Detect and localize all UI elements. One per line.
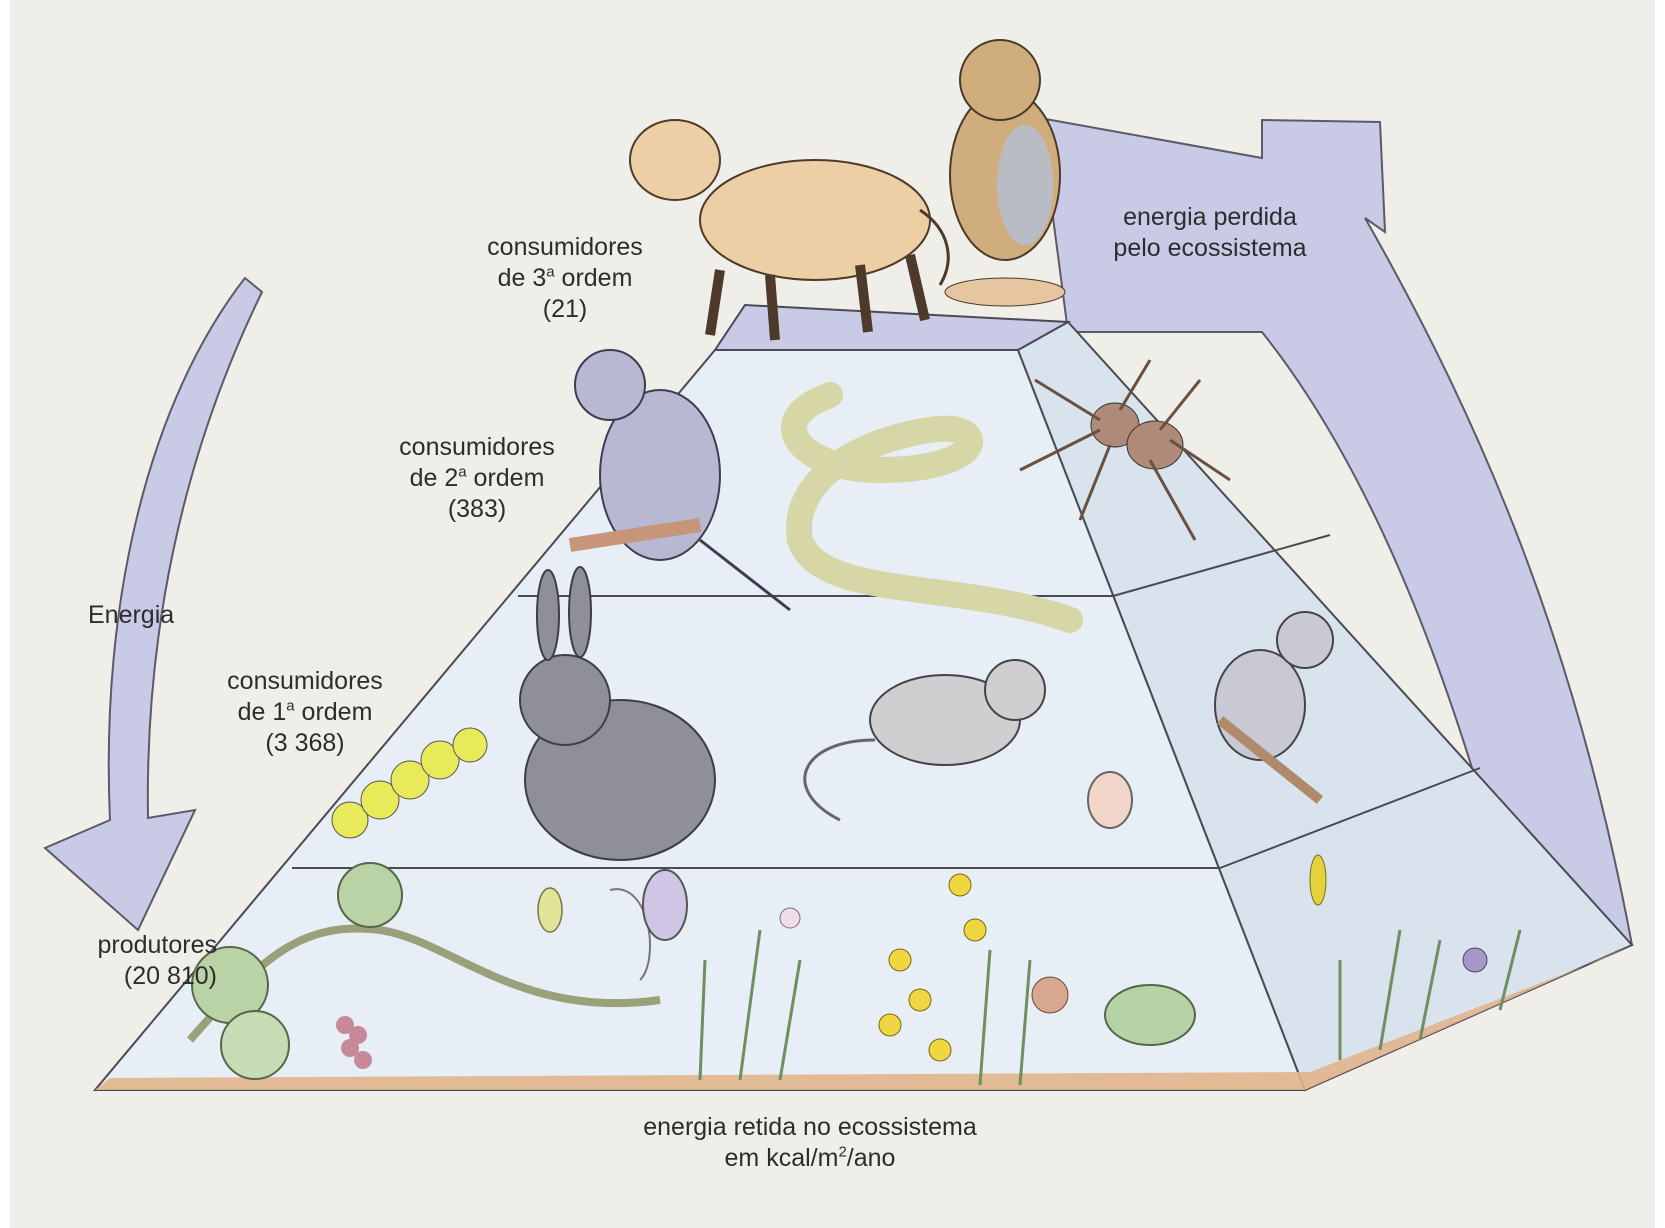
unit-exponent: 2 <box>838 1144 846 1161</box>
level-label-line2: de 3a ordem <box>480 263 650 294</box>
retained-energy-caption: energia retida no ecossistema em kcal/m2… <box>560 1112 1060 1174</box>
level-label-order: de 2 <box>410 464 459 492</box>
level-energy-value: (383) <box>372 494 582 525</box>
energy-lost-line1: energia perdida <box>1085 202 1335 233</box>
level-energy-value: (3 368) <box>200 728 410 759</box>
level-label-secondary: consumidores de 2a ordem (383) <box>372 432 582 525</box>
caption-line2: em kcal/m2/ano <box>560 1143 1060 1174</box>
caption-line1: energia retida no ecossistema <box>560 1112 1060 1143</box>
caption-unit-suffix: /ano <box>847 1144 896 1172</box>
level-label-tertiary: consumidores de 3a ordem (21) <box>480 232 650 325</box>
owl-figure <box>945 40 1065 306</box>
bug-figure <box>1088 772 1132 828</box>
level-label-order-suffix: ordem <box>467 464 545 492</box>
level-label-order: de 1 <box>238 698 287 726</box>
level-label-primary: consumidores de 1a ordem (3 368) <box>200 666 410 759</box>
level-energy-value: (20 810) <box>42 961 217 992</box>
energy-lost-label: energia perdida pelo ecossistema <box>1085 202 1335 264</box>
level-label-line2: de 2a ordem <box>372 463 582 494</box>
level-label-producers: produtores (20 810) <box>42 930 217 992</box>
level-label-line1: consumidores <box>480 232 650 263</box>
level-label-line1: consumidores <box>372 432 582 463</box>
ordinal-mark: a <box>286 698 294 715</box>
energy-lost-line2: pelo ecossistema <box>1085 233 1335 264</box>
level-label-order: de 3 <box>498 264 547 292</box>
ordinal-mark: a <box>546 264 554 281</box>
caption-unit: em kcal/m <box>725 1144 839 1172</box>
energy-label: Energia <box>88 600 208 631</box>
tertiary-consumer-animals <box>630 40 1065 340</box>
level-label-line2: de 1a ordem <box>200 697 410 728</box>
ordinal-mark: a <box>458 464 466 481</box>
level-label-order-suffix: ordem <box>555 264 633 292</box>
level-label-order-suffix: ordem <box>295 698 373 726</box>
level-label-line1: produtores <box>42 930 217 961</box>
level-label-line1: consumidores <box>200 666 410 697</box>
level-energy-value: (21) <box>480 294 650 325</box>
